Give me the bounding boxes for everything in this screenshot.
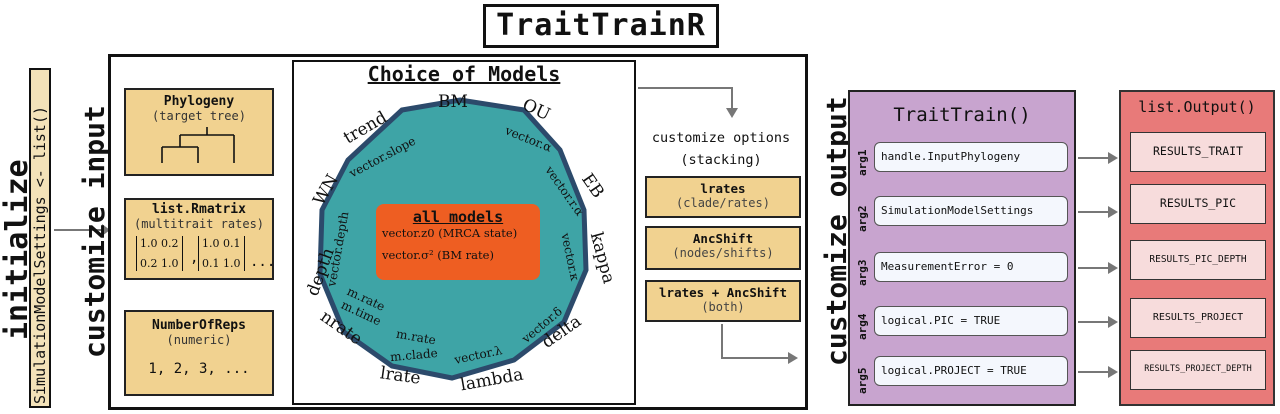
tree-icon	[161, 127, 235, 163]
rmatrix-box: list.Rmatrix (multitrait rates) 1.0 0.2 …	[124, 198, 276, 280]
option-ancshift-sub: (nodes/shifts)	[672, 246, 774, 260]
m2-a: 1.0	[202, 237, 220, 250]
arg1-field[interactable]: handle.InputPhylogeny	[874, 142, 1068, 172]
options-sub: (stacking)	[680, 152, 762, 168]
phylogeny-box: Phylogeny (target tree)	[124, 88, 274, 176]
customize-input-label: customize input	[78, 105, 111, 358]
m2-b: 0.1	[223, 237, 241, 250]
result-trait[interactable]: RESULTS_TRAIT	[1130, 132, 1266, 172]
traittrain-title: TraitTrain()	[893, 104, 1031, 126]
options-arrow	[638, 87, 738, 118]
all-models-title: all models	[412, 208, 504, 226]
reps-title: NumberOfReps	[152, 318, 246, 333]
option-both-title: lrates + AncShift	[659, 285, 787, 300]
option-lrates[interactable]: lrates (clade/rates)	[645, 176, 801, 218]
m1-c: 0.2	[140, 257, 158, 270]
app-title: TraitTrainR	[483, 4, 719, 48]
options-title: customize options	[651, 130, 791, 146]
arg3-label: arg3	[856, 259, 869, 287]
arg5-field[interactable]: logical.PROJECT = TRUE	[874, 356, 1068, 386]
matrix-comma: ,	[190, 250, 199, 266]
output-arrow	[721, 324, 798, 364]
reps-box: NumberOfReps (numeric) 1, 2, 3, ...	[124, 310, 274, 396]
reps-values: 1, 2, 3, ...	[148, 361, 250, 377]
option-both-sub: (both)	[701, 300, 745, 314]
model-bm: BM	[438, 92, 468, 112]
matrix-ellipsis: ...	[250, 254, 276, 270]
all-models-line1: vector.z0 (MRCA state)	[382, 226, 518, 240]
arg5-label: arg5	[856, 367, 869, 395]
rmatrix-sub: (multitrait rates)	[133, 217, 265, 231]
option-ancshift-title: AncShift	[692, 231, 754, 246]
initialize-code-box	[29, 68, 51, 408]
arg4-label: arg4	[856, 313, 869, 341]
m1-b: 0.2	[161, 237, 179, 250]
arg1-label: arg1	[856, 149, 869, 177]
result-pic-depth[interactable]: RESULTS_PIC_DEPTH	[1130, 240, 1266, 280]
reps-sub: (numeric)	[166, 333, 232, 347]
option-both[interactable]: lrates + AncShift (both)	[645, 280, 801, 322]
arg3-field[interactable]: MeasurementError = 0	[874, 252, 1068, 282]
result-pic[interactable]: RESULTS_PIC	[1130, 184, 1266, 224]
m1-d: 1.0	[161, 257, 179, 270]
matrix-2: 1.0 0.1 0.1 1.0	[198, 236, 245, 271]
phylogeny-sub: (target tree)	[152, 109, 246, 123]
arg4-field[interactable]: logical.PIC = TRUE	[874, 306, 1068, 336]
phylogeny-title: Phylogeny	[163, 94, 235, 109]
option-lrates-title: lrates	[700, 181, 746, 196]
result-project[interactable]: RESULTS_PROJECT	[1130, 298, 1266, 338]
models-title: Choice of Models	[367, 62, 561, 86]
initialize-code: SimulationModelSettings <- list()	[31, 105, 49, 404]
arg2-field[interactable]: SimulationModelSettings	[874, 196, 1068, 226]
option-ancshift[interactable]: AncShift (nodes/shifts)	[645, 226, 801, 270]
option-lrates-sub: (clade/rates)	[676, 196, 770, 210]
output-title: list.Output()	[1138, 98, 1256, 116]
m2-d: 1.0	[223, 257, 241, 270]
m2-c: 0.1	[202, 257, 220, 270]
init-arrow	[54, 224, 110, 236]
m1-a: 1.0	[140, 237, 158, 250]
all-models-box: all models vector.z0 (MRCA state) vector…	[376, 204, 540, 280]
result-project-depth[interactable]: RESULTS_PROJECT_DEPTH	[1130, 350, 1266, 390]
all-models-line2: vector.σ² (BM rate)	[382, 248, 494, 262]
matrix-1: 1.0 0.2 0.2 1.0	[136, 236, 183, 271]
result-arrows	[1078, 152, 1118, 378]
rmatrix-title: list.Rmatrix	[152, 202, 246, 217]
arg2-label: arg2	[856, 205, 869, 233]
